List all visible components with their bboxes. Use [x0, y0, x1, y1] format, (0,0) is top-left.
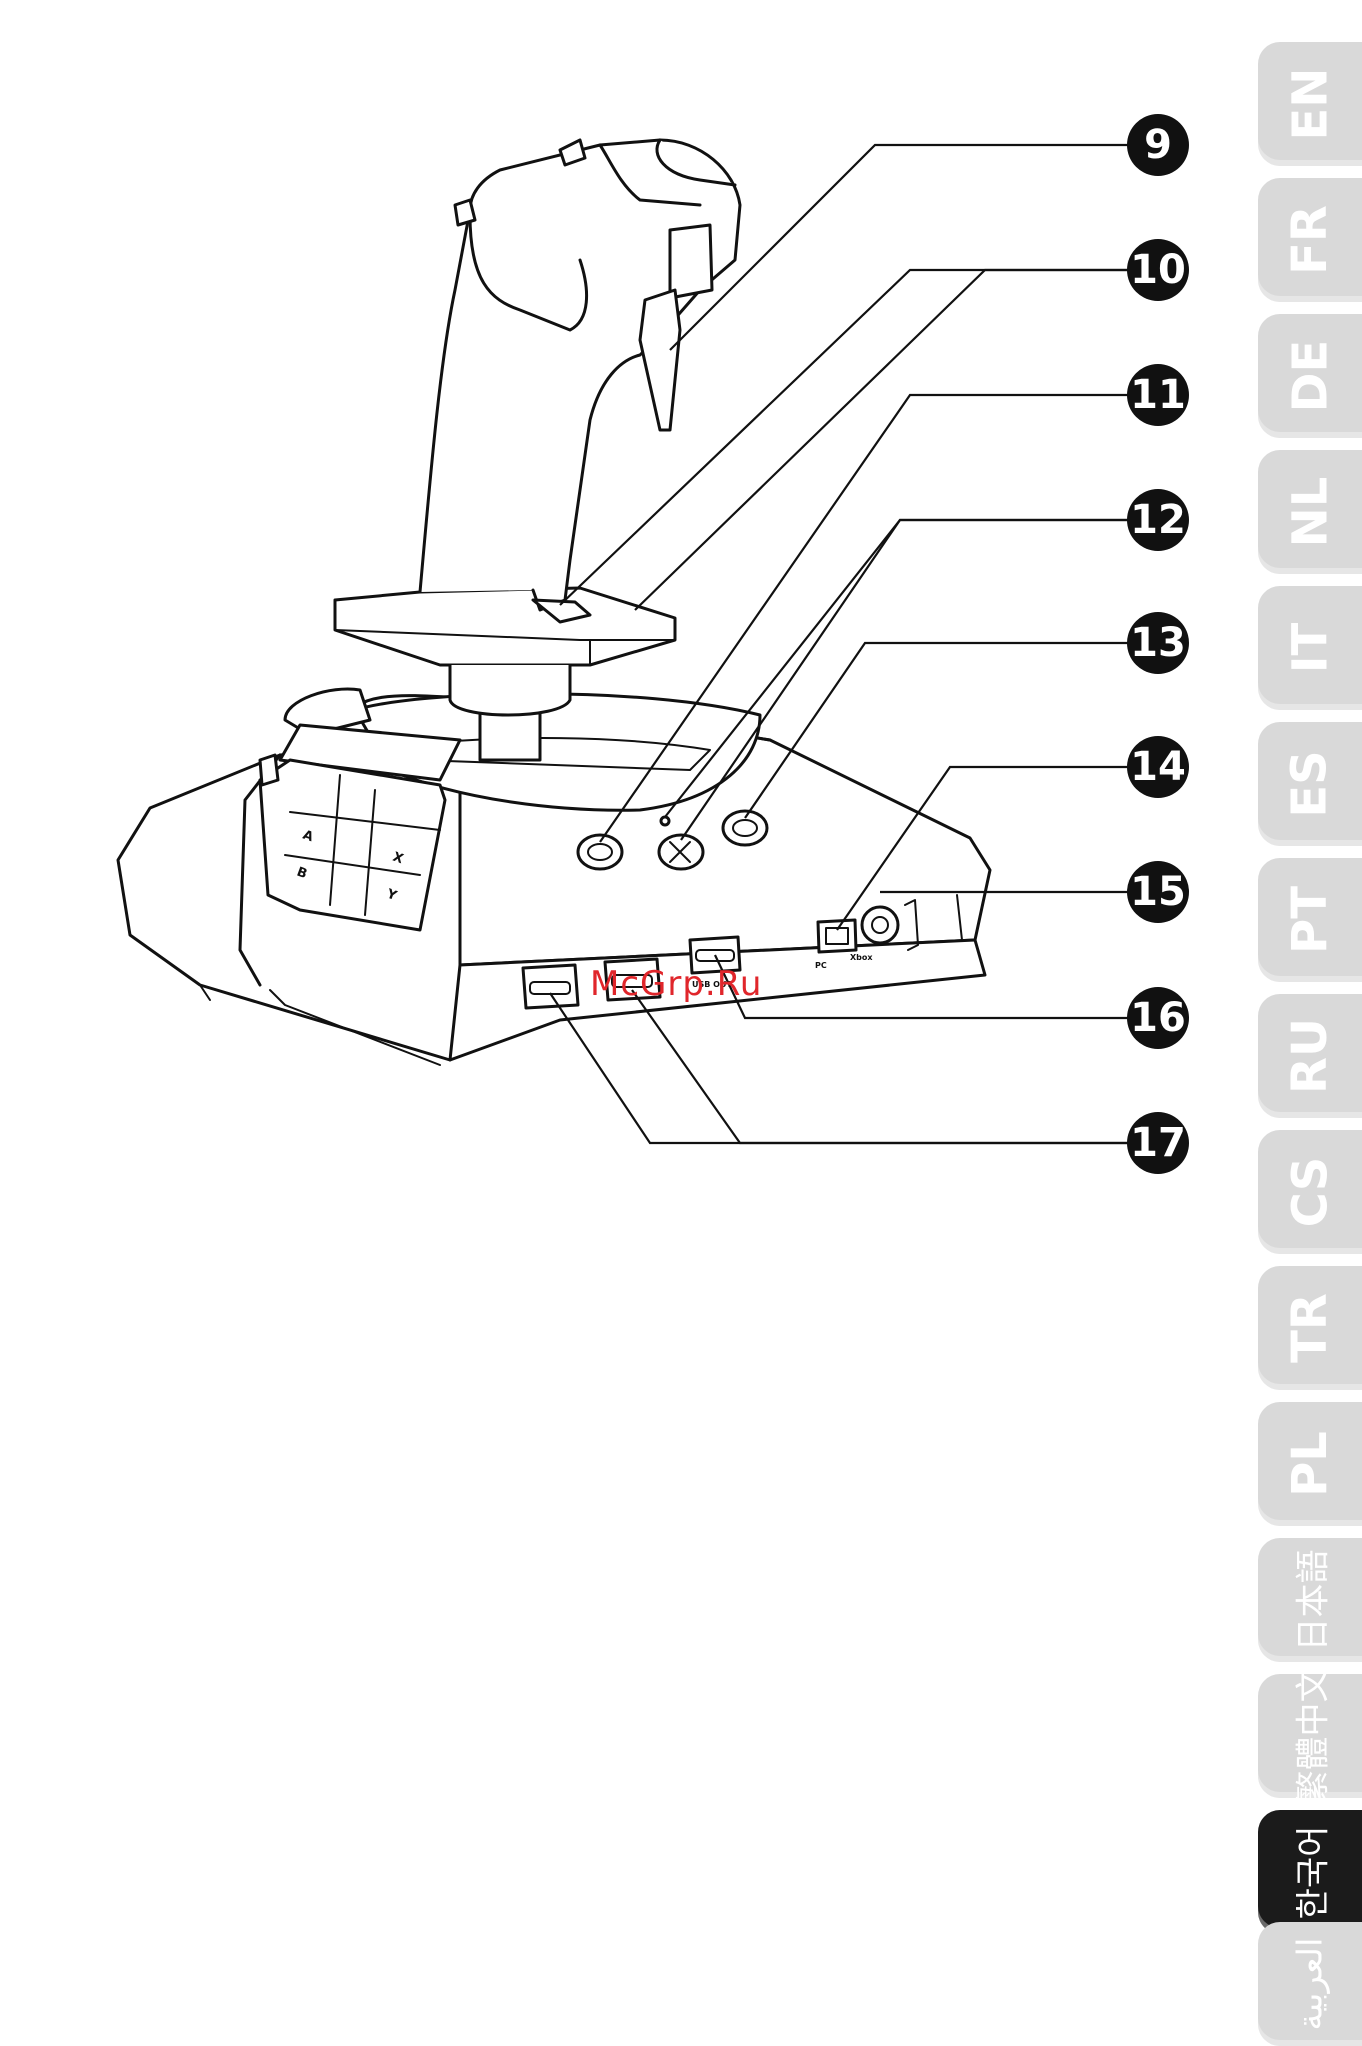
tab-fr[interactable]: FR	[1258, 178, 1362, 302]
tab-tr[interactable]: TR	[1258, 1266, 1362, 1390]
tab-nl[interactable]: NL	[1258, 450, 1362, 574]
svg-text:11: 11	[1130, 372, 1186, 418]
svg-text:16: 16	[1130, 995, 1186, 1041]
tab-de[interactable]: DE	[1258, 314, 1362, 438]
tab-zh[interactable]: 繁體中文	[1258, 1674, 1362, 1798]
watermark-text: McGrp.Ru	[590, 964, 762, 1004]
tab-pt[interactable]: PT	[1258, 858, 1362, 982]
tab-ko[interactable]: 한국어	[1258, 1810, 1362, 1934]
callout-9: 9	[1127, 114, 1189, 176]
callout-11: 11	[1127, 364, 1189, 426]
tab-cs[interactable]: CS	[1258, 1130, 1362, 1254]
svg-text:PC: PC	[815, 961, 827, 970]
svg-text:17: 17	[1130, 1120, 1186, 1166]
tab-pl[interactable]: PL	[1258, 1402, 1362, 1526]
tab-en[interactable]: EN	[1258, 42, 1362, 166]
svg-text:Xbox: Xbox	[850, 953, 873, 962]
joystick-base	[118, 689, 990, 1065]
callout-17: 17	[1127, 1112, 1189, 1174]
svg-text:14: 14	[1130, 744, 1186, 790]
svg-text:15: 15	[1130, 869, 1186, 915]
language-tabs: EN FR DE NL IT ES PT RU CS TR PL 日本語 繁體中…	[1250, 0, 1362, 2042]
svg-text:12: 12	[1130, 497, 1186, 543]
callout-16: 16	[1127, 987, 1189, 1049]
svg-text:13: 13	[1130, 620, 1186, 666]
tab-ar[interactable]: العربية	[1258, 1922, 1362, 2046]
callout-10: 10	[1127, 239, 1189, 301]
tab-es[interactable]: ES	[1258, 722, 1362, 846]
callout-12: 12	[1127, 489, 1189, 551]
callout-15: 15	[1127, 861, 1189, 923]
tab-it[interactable]: IT	[1258, 586, 1362, 710]
tab-ru[interactable]: RU	[1258, 994, 1362, 1118]
callout-13: 13	[1127, 612, 1189, 674]
svg-text:10: 10	[1130, 247, 1186, 293]
tab-ja[interactable]: 日本語	[1258, 1538, 1362, 1662]
svg-text:9: 9	[1144, 122, 1172, 168]
callout-14: 14	[1127, 736, 1189, 798]
joystick-stick	[335, 140, 740, 715]
